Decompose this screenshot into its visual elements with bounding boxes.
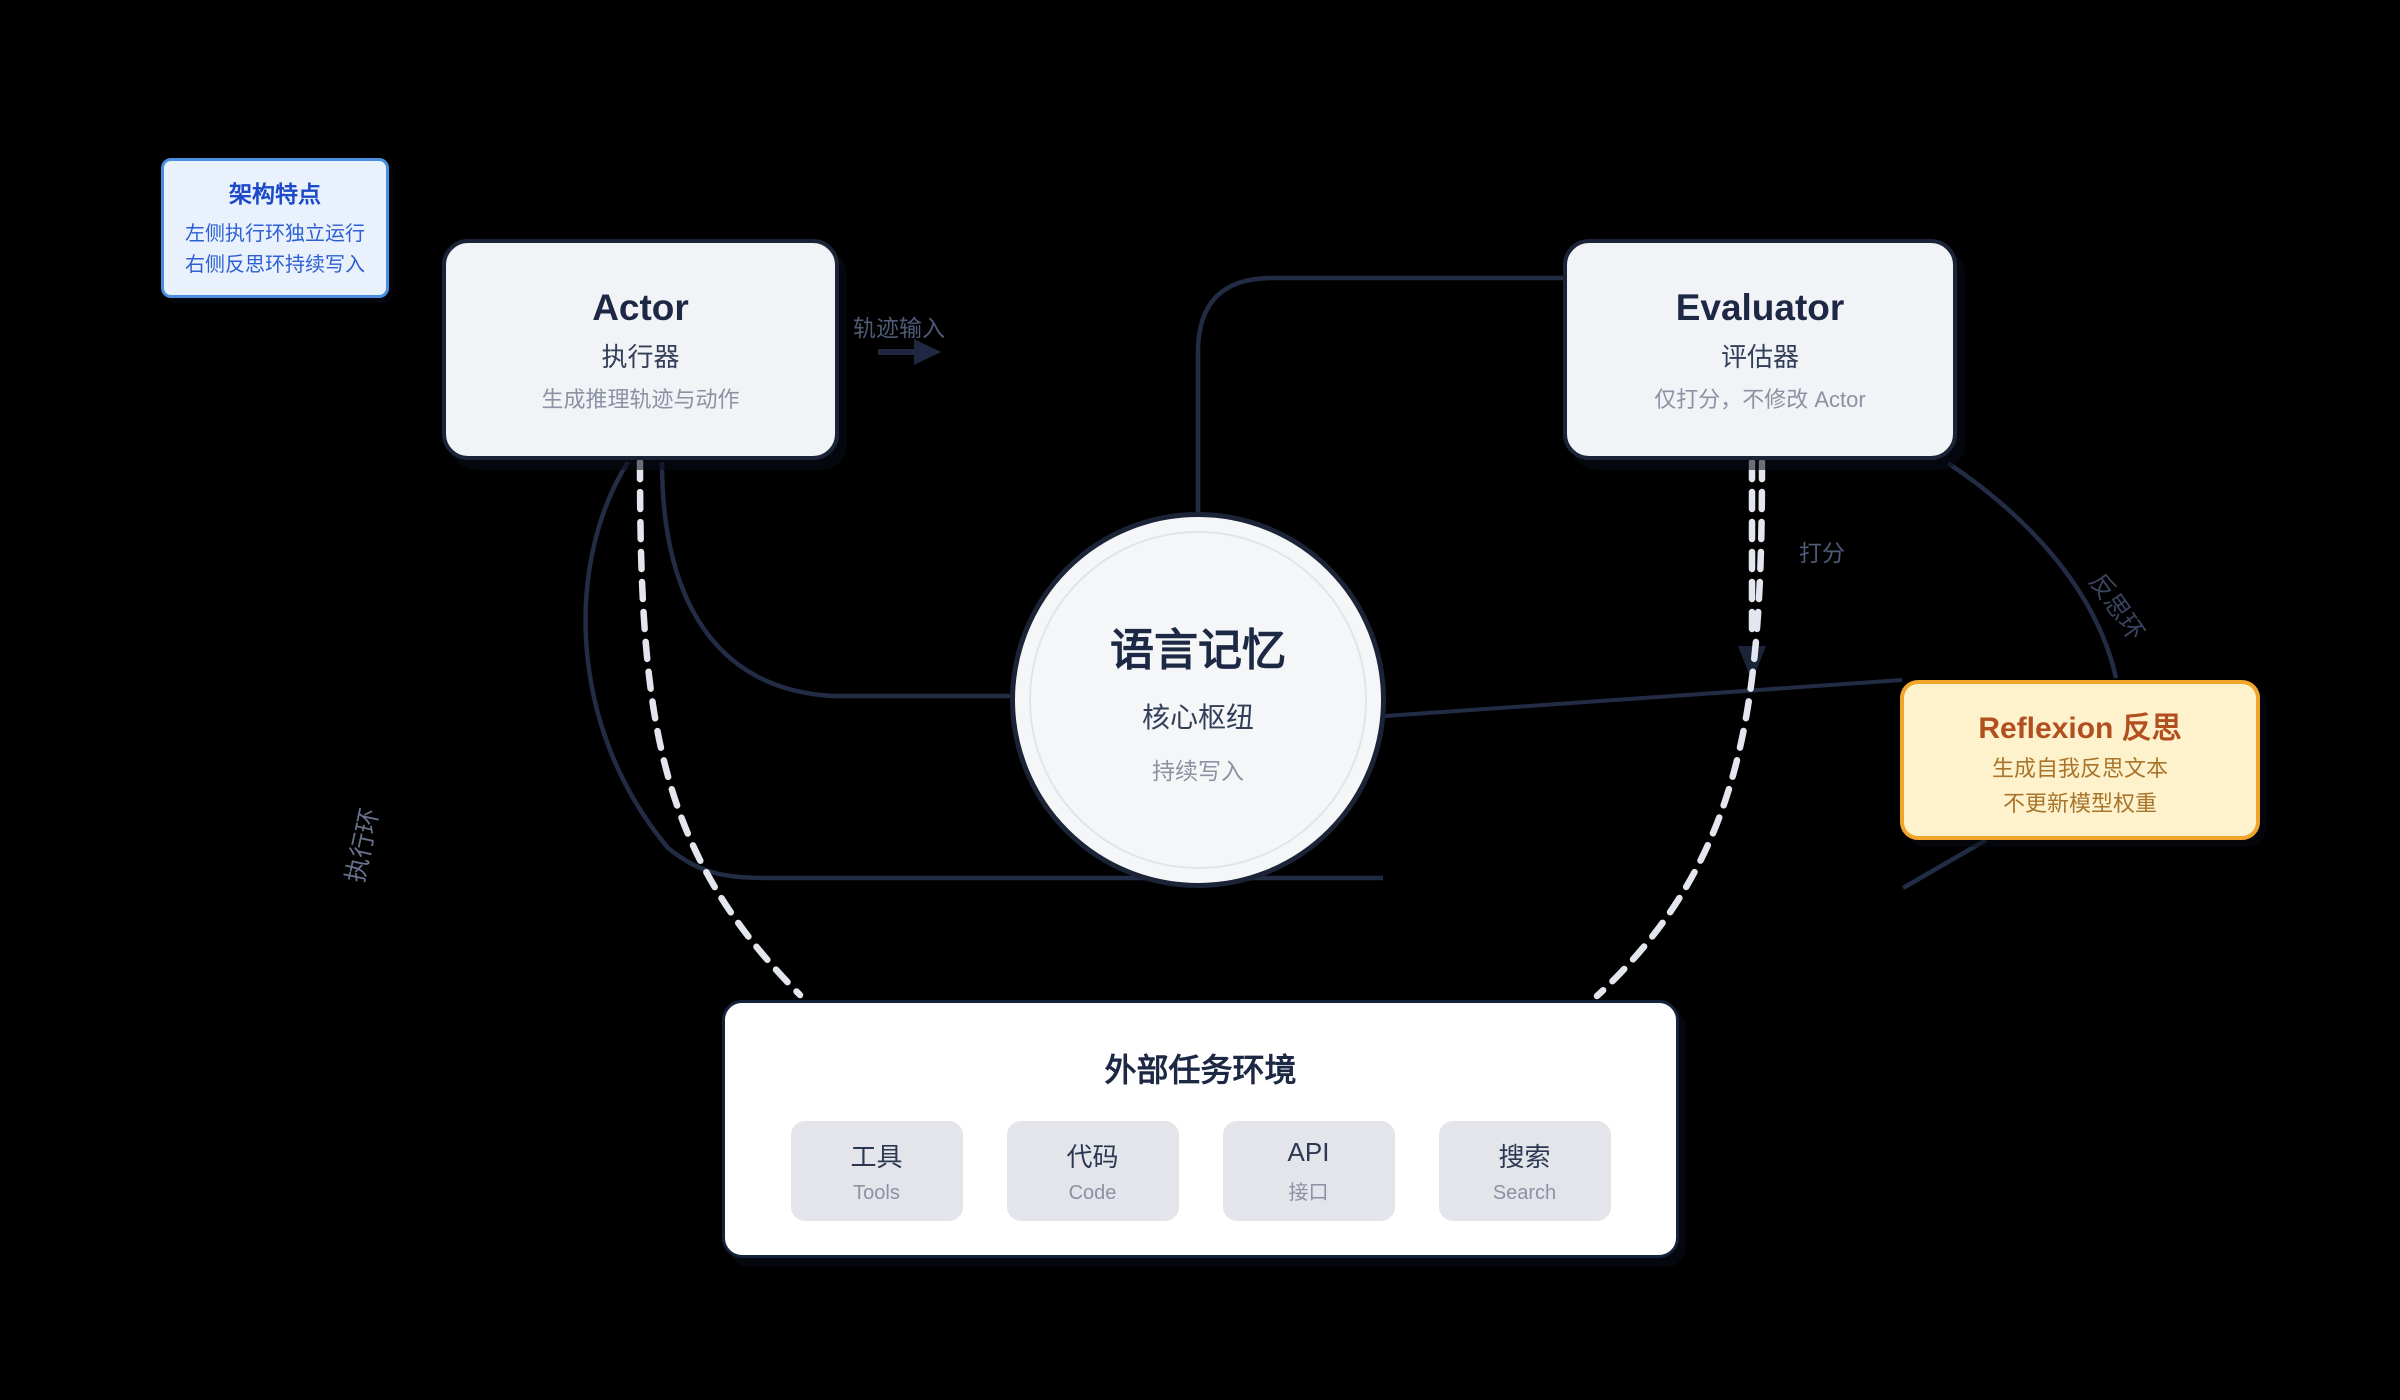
trajectory-input-label: 轨迹输入 [853,315,945,341]
actor-subtitle: 执行器 [601,341,680,372]
edge-execution-loop-arc [583,460,1383,881]
score-label: 打分 [1799,540,1845,566]
edge-evaluator-to-reflexion-arc [1946,461,2119,679]
chip-sub-label: 接口 [1288,1182,1329,1204]
dashed-loop-actor-to-environment [636,458,804,999]
architecture-notes-box: 架构特点 左侧执行环独立运行 右侧反思环持续写入 [161,158,389,298]
evaluator-title: Evaluator [1675,286,1845,328]
edge-actor-to-memory [659,461,1012,699]
memory-hub-node: 语言记忆 核心枢纽 持续写入 [1010,512,1386,888]
architecture-notes-title: 架构特点 [229,181,321,207]
chip-main-label: 工具 [850,1142,903,1172]
environment-chip-api: API 接口 [1222,1121,1395,1221]
environment-chip-row: 工具 Tools 代码 Code API 接口 搜索 Search [725,1121,1676,1221]
edge-memory-to-evaluator [1195,275,1563,514]
dashed-loop-evaluator-to-environment [1593,458,1766,1000]
memory-title: 语言记忆 [1110,626,1286,675]
environment-chip-search: 搜索 Search [1438,1121,1611,1221]
memory-subtitle: 核心枢纽 [1141,702,1254,733]
chip-main-label: API [1287,1137,1330,1167]
actor-title: Actor [592,286,689,328]
reflexion-line: 不更新模型权重 [2002,791,2157,816]
actor-node: Actor 执行器 生成推理轨迹与动作 [442,239,839,460]
edge-memory-to-reflexion [1384,678,1903,718]
evaluator-description: 仅打分，不修改 Actor [1654,387,1866,413]
reflexion-line: 生成自我反思文本 [1991,755,2168,781]
environment-chip-tools: 工具 Tools [790,1121,963,1221]
edge-reflexion-stub [1901,838,1988,890]
memory-description: 持续写入 [1152,758,1244,784]
chip-main-label: 代码 [1066,1142,1119,1172]
environment-title: 外部任务环境 [1104,1052,1297,1088]
environment-node: 外部任务环境 工具 Tools 代码 Code API 接口 搜索 Search [722,1000,1679,1258]
trajectory-arrow-head [914,339,941,365]
score-arrow-head [1738,646,1766,682]
evaluator-subtitle: 评估器 [1720,341,1799,372]
evaluator-node: Evaluator 评估器 仅打分，不修改 Actor [1563,239,1957,460]
reflexion-node: Reflexion 反思 生成自我反思文本 不更新模型权重 [1900,680,2260,840]
chip-sub-label: Search [1492,1182,1557,1204]
reflexion-title: Reflexion 反思 [1978,711,2182,745]
environment-chip-code: 代码 Code [1006,1121,1179,1221]
chip-main-label: 搜索 [1498,1142,1551,1172]
chip-sub-label: Code [1068,1182,1117,1204]
chip-sub-label: Tools [853,1182,900,1204]
actor-description: 生成推理轨迹与动作 [541,387,740,413]
architecture-note-line: 右侧反思环持续写入 [185,254,365,276]
architecture-note-line: 左侧执行环独立运行 [185,223,365,245]
